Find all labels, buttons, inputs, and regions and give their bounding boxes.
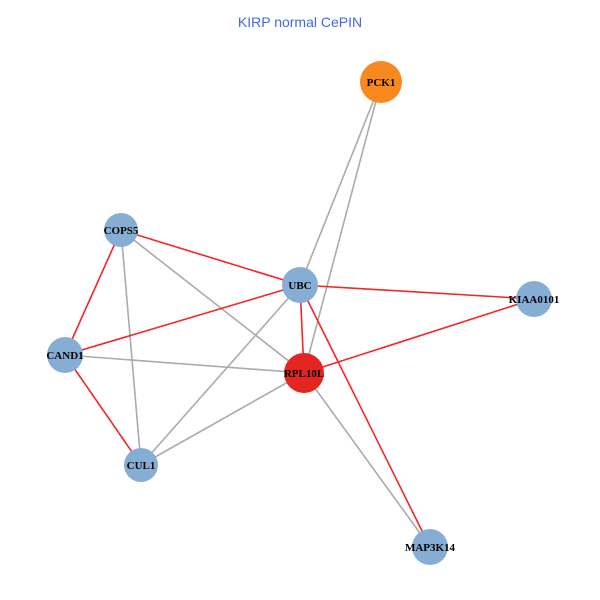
node-pck1 xyxy=(360,61,402,103)
edge-pck1-rpl10l xyxy=(303,81,382,374)
edge-cops5-cul1 xyxy=(120,229,142,466)
node-label-ubc: UBC xyxy=(288,280,311,292)
edge-cops5-rpl10l xyxy=(120,229,305,374)
node-label-kiaa0101: KIAA0101 xyxy=(509,294,560,306)
node-label-map3k14: MAP3K14 xyxy=(405,542,456,554)
node-kiaa0101 xyxy=(516,281,552,317)
edge-ubc-cul1 xyxy=(140,284,301,466)
edge-cand1-ubc xyxy=(64,284,301,356)
edge-cops5-cand1 xyxy=(64,229,122,356)
edges-layer xyxy=(64,81,535,548)
node-ubc xyxy=(282,267,318,303)
edge-ubc-map3k14 xyxy=(299,284,431,548)
node-label-pck1: PCK1 xyxy=(367,77,396,89)
nodes-layer xyxy=(47,61,552,565)
edge-rpl10l-map3k14 xyxy=(303,372,431,548)
edge-cul1-rpl10l xyxy=(140,372,305,466)
edge-rpl10l-kiaa0101 xyxy=(303,298,535,374)
node-cops5 xyxy=(104,213,138,247)
node-label-cops5: COPS5 xyxy=(104,225,139,237)
edge-cand1-cul1 xyxy=(64,354,142,466)
node-cul1 xyxy=(124,448,158,482)
plot-title: KIRP normal CePIN xyxy=(238,14,362,30)
edge-cops5-ubc xyxy=(120,229,301,286)
node-label-cul1: CUL1 xyxy=(127,460,156,472)
node-label-rpl10l: RPL10L xyxy=(284,368,324,380)
node-rpl10l xyxy=(284,353,324,393)
node-cand1 xyxy=(47,337,83,373)
node-map3k14 xyxy=(412,529,448,565)
node-label-cand1: CAND1 xyxy=(46,350,83,362)
edge-cand1-rpl10l xyxy=(64,354,305,374)
edge-pck1-ubc xyxy=(299,81,382,286)
edge-ubc-kiaa0101 xyxy=(299,284,535,300)
